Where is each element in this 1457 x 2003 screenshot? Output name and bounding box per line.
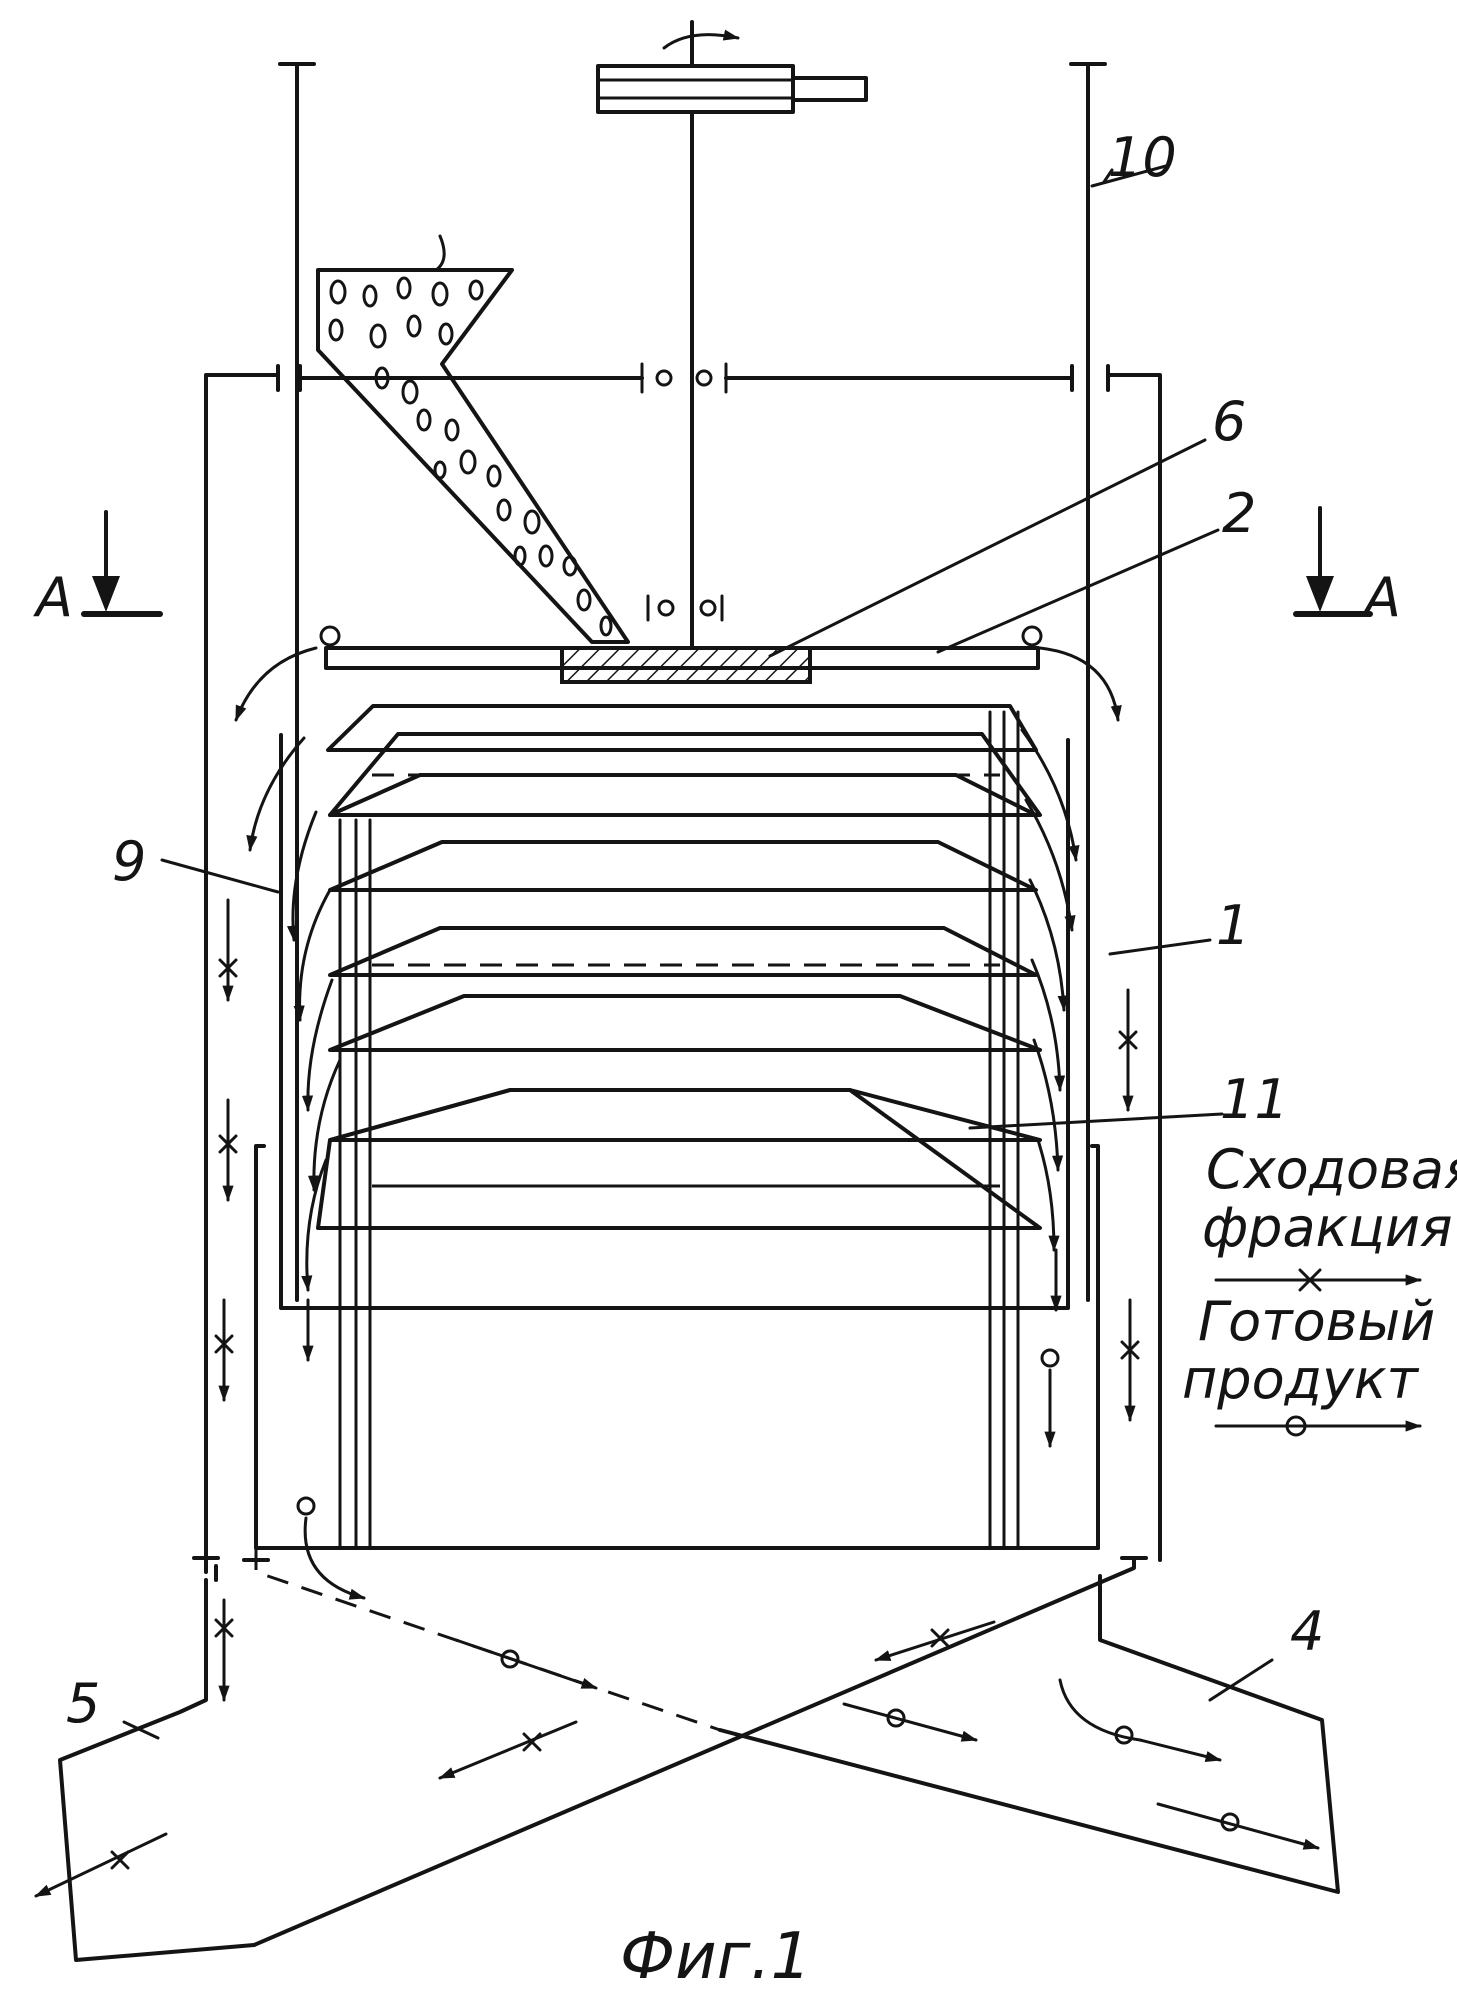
sieve-stack <box>318 706 1040 1228</box>
feed-hopper <box>318 270 628 642</box>
legend-reject-line2: фракция <box>1202 1196 1453 1259</box>
shaft-bearing-upper <box>642 364 726 392</box>
legend-product-line1: Готовый <box>1198 1290 1435 1353</box>
label-5: 5 <box>66 1672 100 1735</box>
distributor-disk <box>321 627 1041 682</box>
label-11: 11 <box>1220 1068 1289 1131</box>
section-mark-left: A <box>33 512 160 629</box>
chute-flow-arrows <box>36 1622 1318 1896</box>
legend-product-line2: продукт <box>1182 1348 1420 1411</box>
section-mark-right: A <box>1296 508 1401 629</box>
section-label-left: A <box>33 566 73 629</box>
label-9: 9 <box>112 830 146 893</box>
legend-reject-line1: Сходовая <box>1206 1138 1457 1201</box>
legend: Сходовая фракция Готовый продукт <box>1182 1138 1457 1435</box>
figure-caption: Фиг.1 <box>620 1920 811 1994</box>
label-2: 2 <box>1222 482 1256 545</box>
product-flow-arrows <box>298 1350 1058 1598</box>
label-10: 10 <box>1108 126 1177 189</box>
lower-housing <box>256 1146 1098 1548</box>
chute-product <box>244 1548 1338 1892</box>
shaft-bearing-lower <box>648 596 722 620</box>
reject-flow-arrows <box>216 900 1138 1700</box>
label-1: 1 <box>1216 894 1250 957</box>
label-6: 6 <box>1212 390 1246 453</box>
label-4: 4 <box>1290 1600 1324 1663</box>
drive-motor <box>598 22 866 112</box>
support-posts <box>340 712 1018 1548</box>
section-label-right: A <box>1361 566 1401 629</box>
sieve-flow-arrows <box>236 648 1118 1360</box>
